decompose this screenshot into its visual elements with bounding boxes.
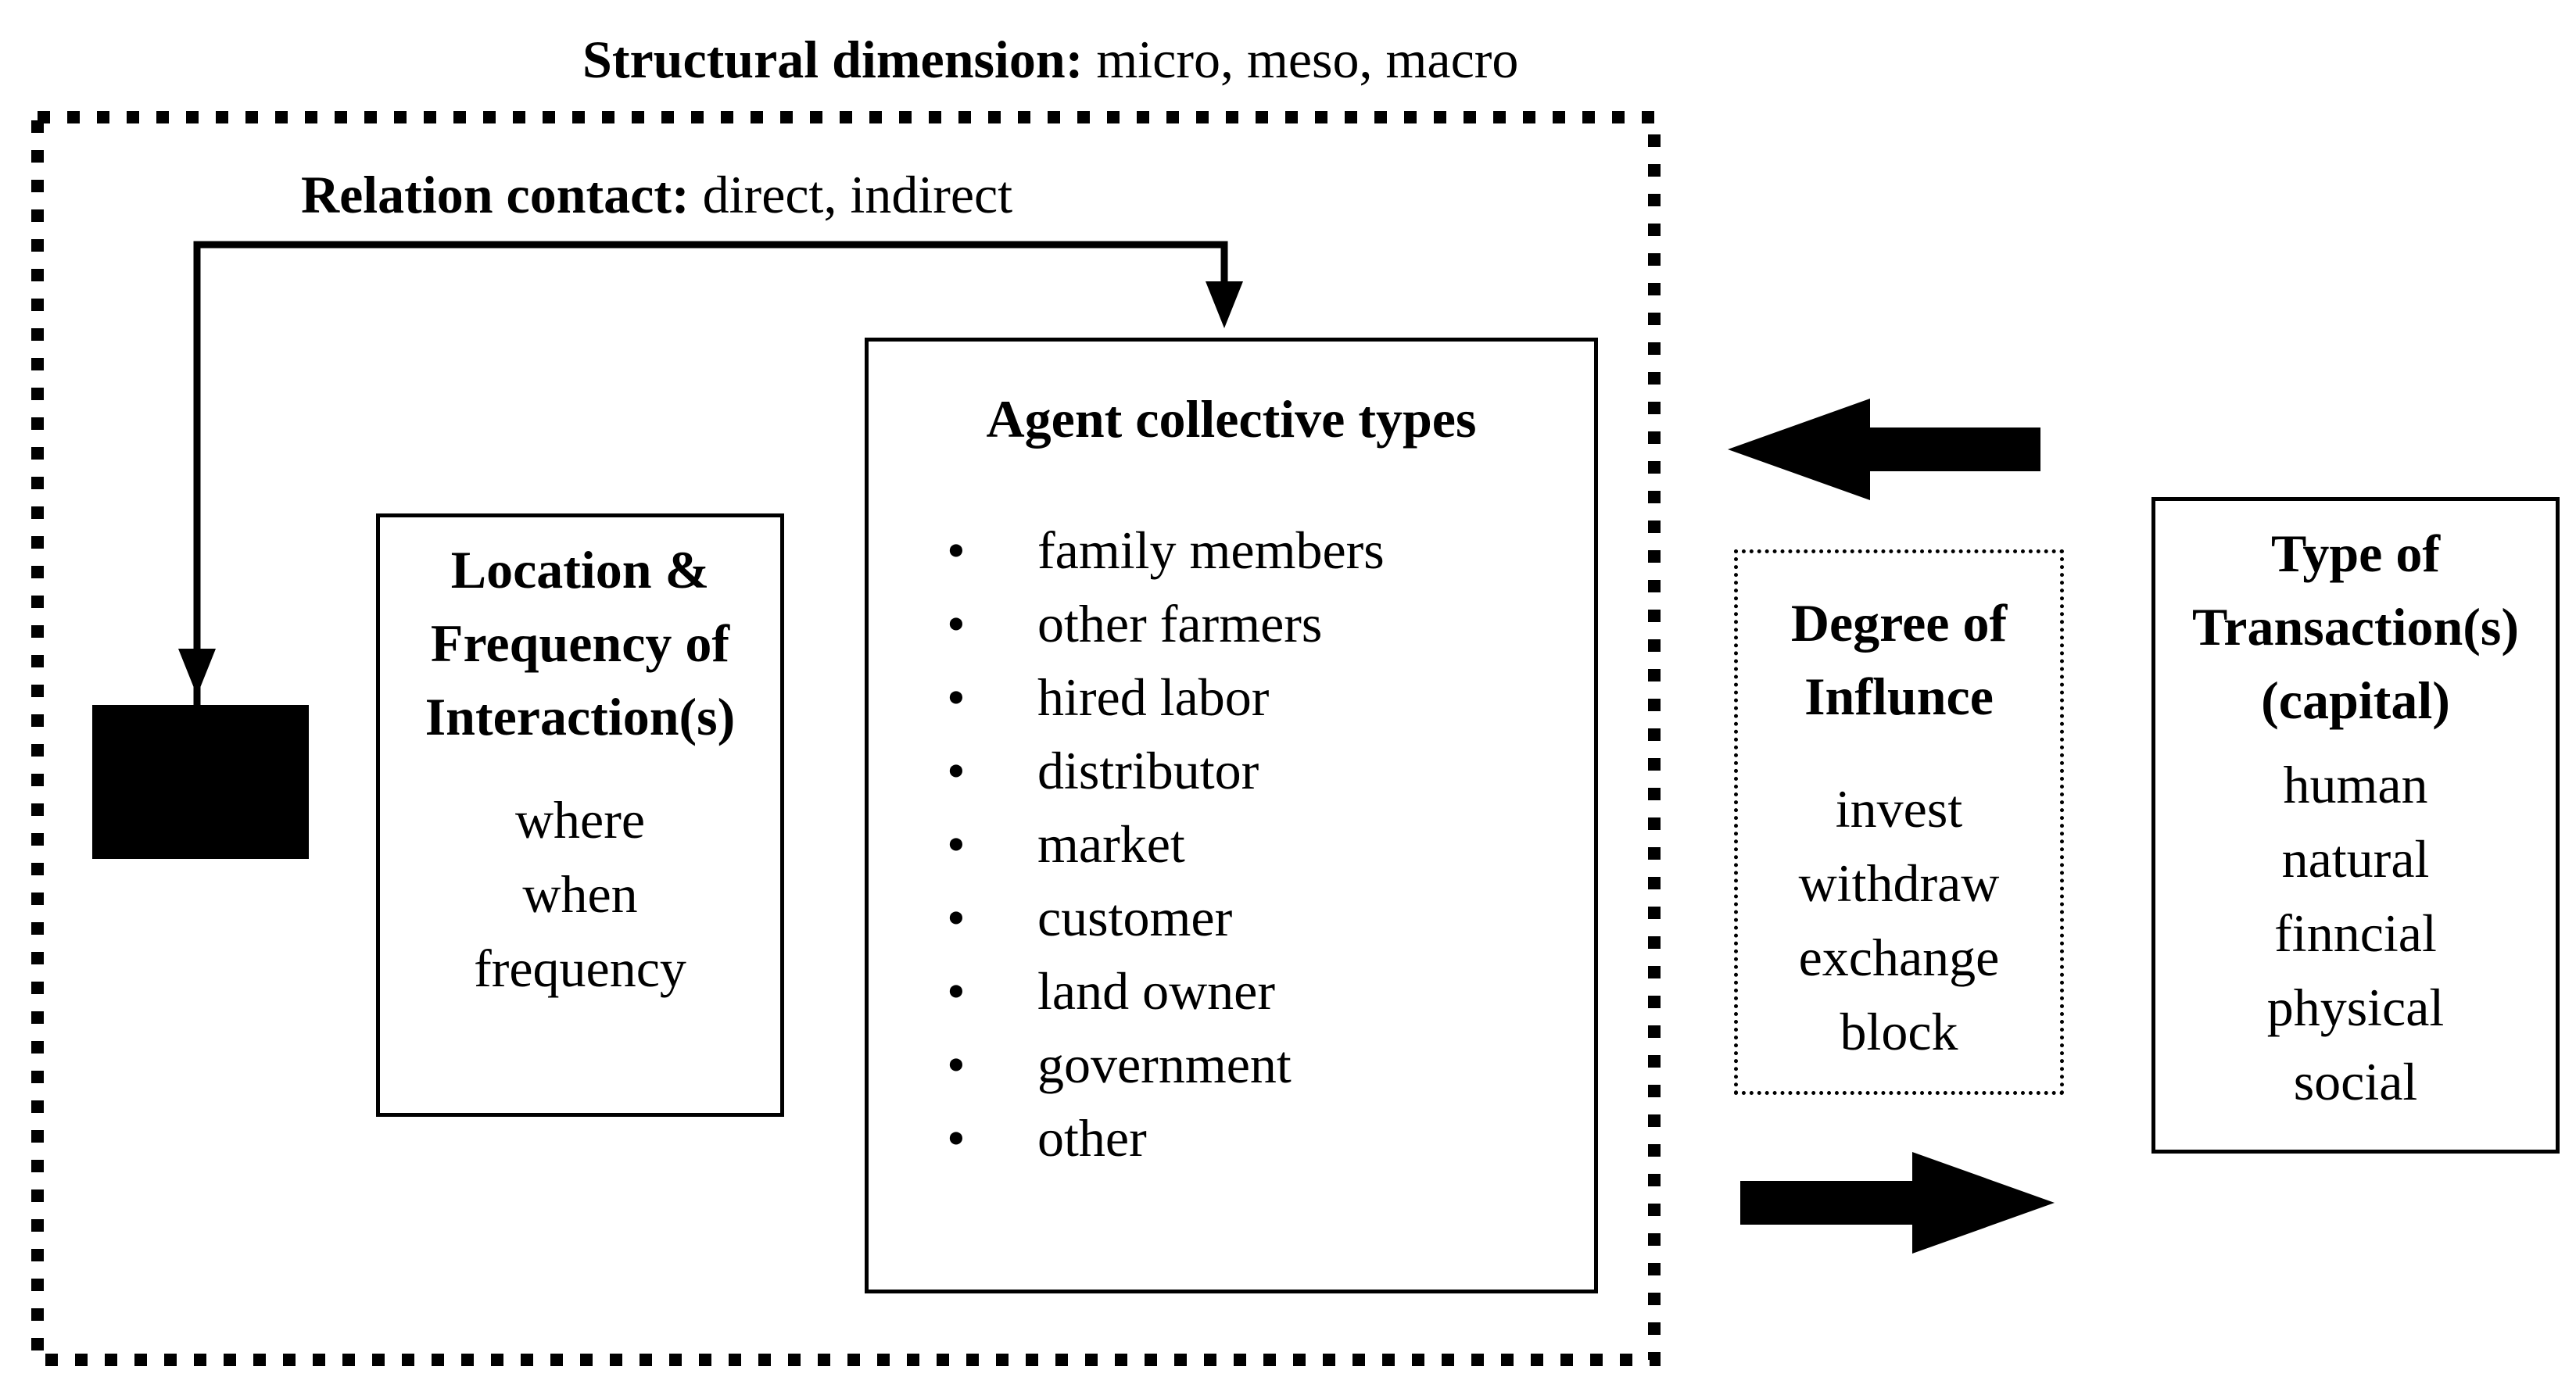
influence-item: invest [1835,779,1963,839]
list-item: • other [947,1101,1385,1175]
agent-type-label: customer [1037,888,1233,947]
bullet: • [947,741,966,800]
relation-arrowhead-left [178,649,216,696]
influence-item: withdraw [1798,853,2000,913]
list-item: • distributor [947,734,1385,807]
bullet: • [947,520,966,580]
list-item: • market [947,807,1385,881]
bullet: • [947,1108,966,1168]
location-item: frequency [474,939,686,998]
agent-type-label: distributor [1037,741,1259,800]
agent-type-label: market [1037,814,1185,874]
agent-black-square [92,705,309,859]
bullet: • [947,667,966,727]
degree-of-influence-box: Degree of Influnce invest withdraw excha… [1734,549,2064,1095]
transaction-box-title: Type of Transaction(s) (capital) [2155,517,2556,737]
bullet: • [947,594,966,653]
influence-item: exchange [1798,928,2000,987]
transaction-items: human natural finncial physical social [2155,748,2556,1119]
agent-box-title: Agent collective types [986,389,1477,449]
transaction-title-line: (capital) [2261,671,2450,730]
transaction-item: finncial [2274,903,2437,963]
location-items: where when frequency [380,783,780,1006]
agent-type-label: land owner [1037,961,1276,1021]
structural-frame [31,111,1661,1366]
left-flow-arrow [1728,399,2040,500]
transaction-item: human [2283,755,2428,814]
agent-type-label: family members [1037,520,1385,580]
transaction-type-box: Type of Transaction(s) (capital) human n… [2151,497,2560,1154]
bullet: • [947,961,966,1021]
list-item: • land owner [947,954,1385,1028]
relation-connector-line [193,241,1228,836]
location-item: where [514,790,646,850]
relation-contact-heading: Relation contact: direct, indirect [301,168,1012,221]
bullet: • [947,888,966,947]
transaction-item: social [2293,1052,2418,1111]
transaction-item: natural [2281,829,2430,889]
transaction-item: physical [2266,978,2445,1037]
list-item: • hired labor [947,660,1385,734]
influence-items: invest withdraw exchange block [1738,772,2060,1069]
transaction-title-line: Type of [2271,524,2440,583]
location-frequency-box: Location & Frequency of Interaction(s) w… [376,513,784,1117]
relation-contact-label: Relation contact: [301,165,690,224]
list-item: • government [947,1028,1385,1101]
location-title-line: Frequency of [430,614,730,673]
location-title-line: Interaction(s) [425,687,736,746]
list-item: • other farmers [947,587,1385,660]
agent-type-label: hired labor [1037,667,1270,727]
structural-dimension-label: Structural dimension: [582,30,1084,89]
influence-box-title: Degree of Influnce [1738,586,2060,733]
agent-type-label: other [1037,1108,1147,1168]
agent-type-label: other farmers [1037,594,1323,653]
influence-title-line: Influnce [1804,667,1994,726]
agent-types-list: • family members • other farmers • hired la… [947,513,1385,1175]
transaction-title-line: Transaction(s) [2191,597,2520,656]
relation-contact-value: direct, indirect [702,165,1013,224]
influence-item: block [1840,1002,1958,1061]
list-item: • customer [947,881,1385,954]
bullet: • [947,1035,966,1094]
list-item: • family members [947,513,1385,587]
structural-dimension-value: micro, meso, macro [1096,30,1519,89]
location-box-title: Location & Frequency of Interaction(s) [380,533,780,753]
right-flow-arrow [1740,1152,2055,1254]
relation-arrowhead-right [1206,281,1243,328]
structural-dimension-heading: Structural dimension: micro, meso, macro [582,33,1518,86]
bullet: • [947,814,966,874]
influence-title-line: Degree of [1790,593,2008,653]
agent-collective-types-box: Agent collective types • family members •… [865,338,1598,1293]
agent-type-label: government [1037,1035,1292,1094]
location-item: when [522,864,638,924]
location-title-line: Location & [450,540,710,599]
